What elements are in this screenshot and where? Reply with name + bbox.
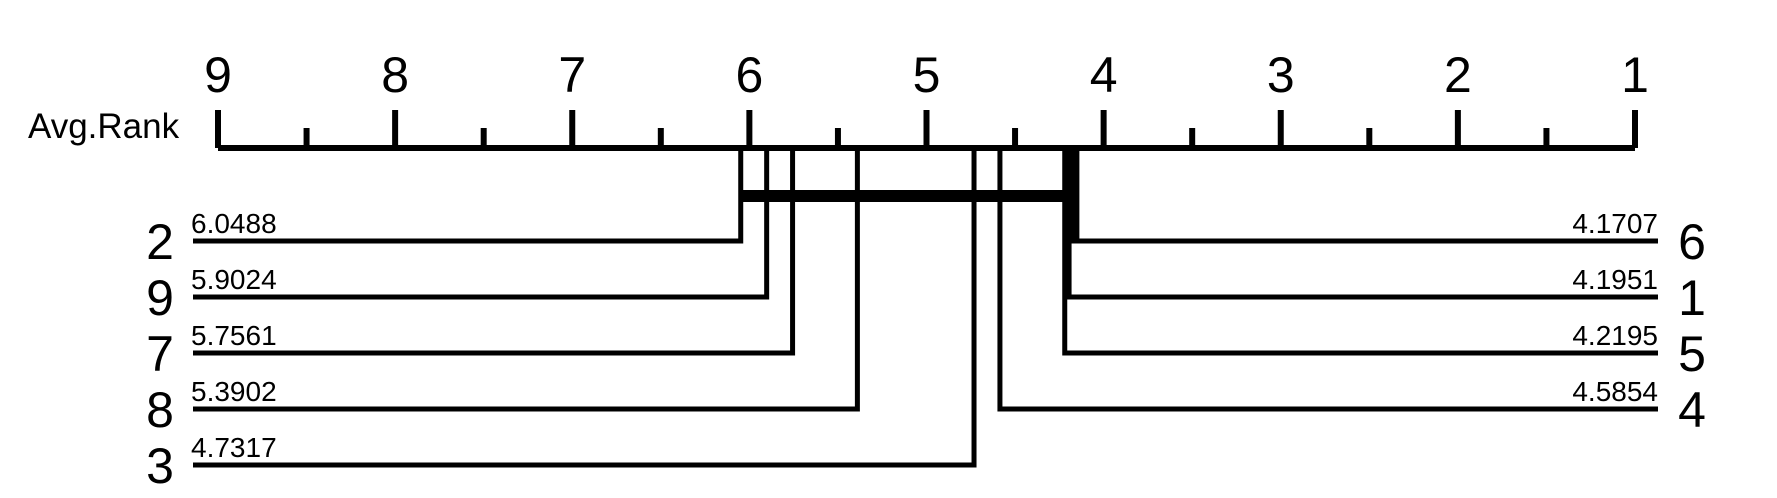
method-line xyxy=(1062,148,1658,356)
method-line xyxy=(193,148,977,468)
methods-layer: 6.0488 2 5.9024 9 5.7561 7 5.3902 8 4.7317 3 4.170… xyxy=(146,148,1706,494)
method-label: 5 xyxy=(1678,326,1706,382)
tick-layer: 9 8 7 6 5 4 3 2 1 xyxy=(204,47,1649,148)
method-label: 1 xyxy=(1678,270,1706,326)
method-line xyxy=(1066,148,1658,300)
rank-value-label: 5.3902 xyxy=(191,376,277,407)
rank-value-label: 5.7561 xyxy=(191,320,277,351)
tick-label: 4 xyxy=(1090,47,1118,103)
tick-label: 7 xyxy=(558,47,586,103)
clique-layer xyxy=(738,150,1080,240)
tick-label: 9 xyxy=(204,47,232,103)
tick-label: 3 xyxy=(1267,47,1295,103)
method-label: 7 xyxy=(146,326,174,382)
method-line xyxy=(997,148,1658,412)
method-label: 3 xyxy=(146,438,174,494)
tick-label: 5 xyxy=(913,47,941,103)
method-label: 2 xyxy=(146,214,174,270)
tick-label: 1 xyxy=(1621,47,1649,103)
method-label: 6 xyxy=(1678,214,1706,270)
method-line xyxy=(193,148,796,356)
rank-value-label: 5.9024 xyxy=(191,264,277,295)
rank-value-label: 4.1951 xyxy=(1572,264,1658,295)
method-line xyxy=(193,148,770,300)
axis-title: Avg.Rank xyxy=(28,107,180,146)
tick-label: 2 xyxy=(1444,47,1472,103)
method-label: 4 xyxy=(1678,382,1706,438)
method-line xyxy=(1070,148,1658,244)
rank-value-label: 4.5854 xyxy=(1572,376,1658,407)
tick-label: 8 xyxy=(381,47,409,103)
rank-value-label: 6.0488 xyxy=(191,208,277,239)
rank-value-label: 4.1707 xyxy=(1572,208,1658,239)
method-line xyxy=(193,148,860,412)
method-label: 8 xyxy=(146,382,174,438)
method-line xyxy=(193,148,744,244)
method-label: 9 xyxy=(146,270,174,326)
rank-value-label: 4.2195 xyxy=(1572,320,1658,351)
tick-label: 6 xyxy=(735,47,763,103)
rank-value-label: 4.7317 xyxy=(191,432,277,463)
